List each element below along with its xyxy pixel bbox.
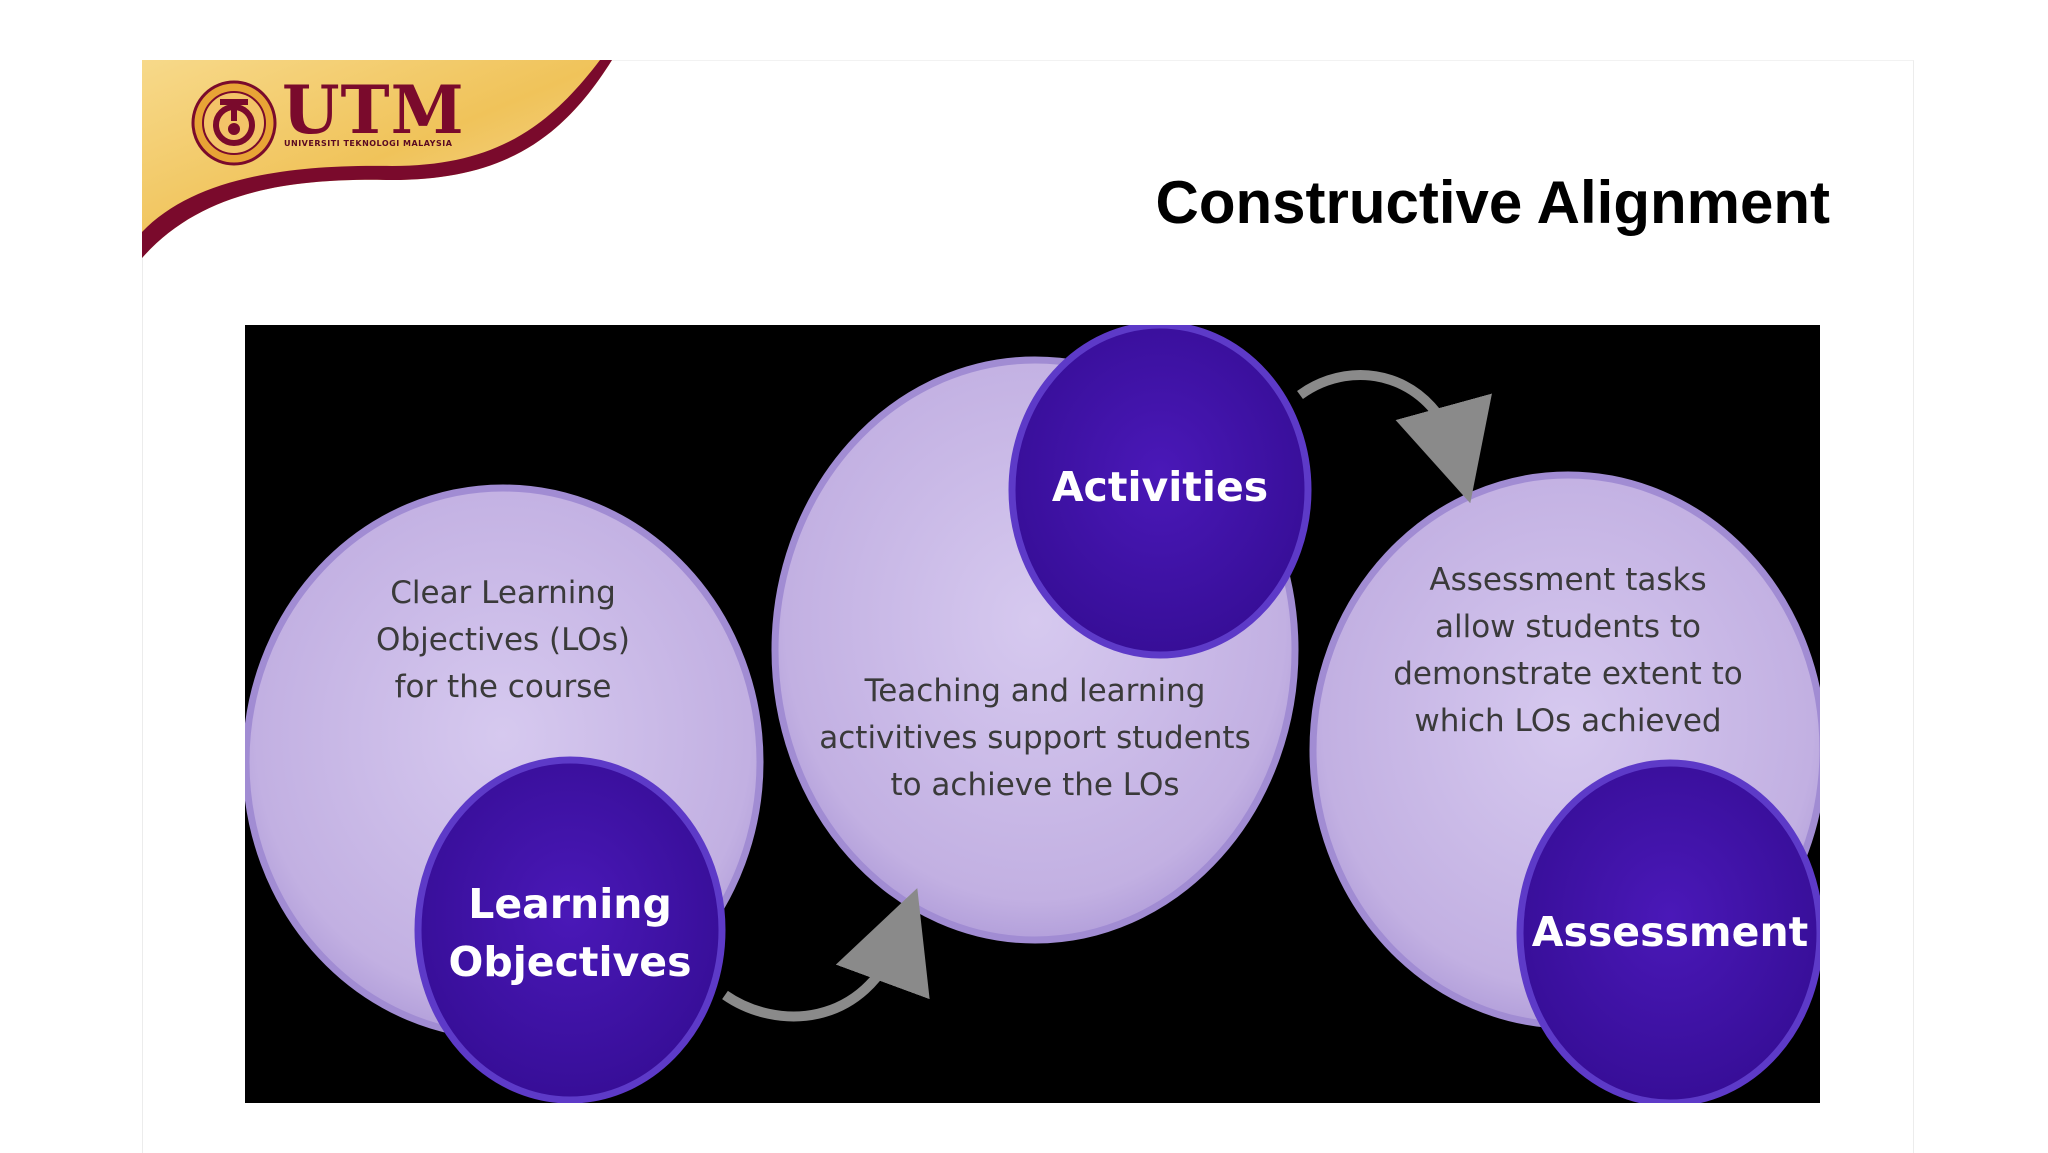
assessment-description: Assessment tasks allow students to demon… [1393,557,1743,745]
learning-objectives-description: Clear Learning Objectives (LOs) for the … [376,570,630,711]
constructive-alignment-diagram: Clear Learning Objectives (LOs) for the … [245,325,1820,1103]
activities-description: Teaching and learning activitives suppor… [819,668,1251,809]
lo-label-line-1: Learning [468,880,672,928]
learning-objectives-label: Learning Objectives [449,875,692,991]
page-title: Constructive Alignment [1155,169,1830,236]
activities-desc-line-3: to achieve the LOs [890,767,1180,803]
assessment-desc-line-2: allow students to [1434,609,1702,645]
learning-objectives-badge [414,756,726,1103]
diagram-graphics [245,325,1820,1103]
arrow-to-assessment [1297,370,1492,504]
assessment-desc-line-4: which LOs achieved [1414,703,1722,739]
arrow-to-activities [722,888,930,1022]
activities-badge [1008,325,1312,659]
assessment-desc-line-3: demonstrate extent to [1393,656,1743,692]
assessment-desc-line-1: Assessment tasks [1429,562,1707,598]
activities-label: Activities [1051,463,1269,511]
activities-desc-line-2: activitives support students [819,720,1251,756]
lo-desc-line-3: for the course [394,669,612,705]
activities-desc-line-1: Teaching and learning [864,673,1206,709]
assessment-label: Assessment [1531,908,1809,956]
utm-crest-icon [191,80,277,166]
utm-logo-subtitle: UNIVERSITI TEKNOLOGI MALAYSIA [284,139,453,148]
lo-label-line-2: Objectives [448,938,692,986]
assessment-badge [1516,759,1820,1103]
utm-logo-text: UTM [282,71,465,149]
lo-desc-line-1: Clear Learning [390,575,616,611]
lo-desc-line-2: Objectives (LOs) [376,622,630,658]
